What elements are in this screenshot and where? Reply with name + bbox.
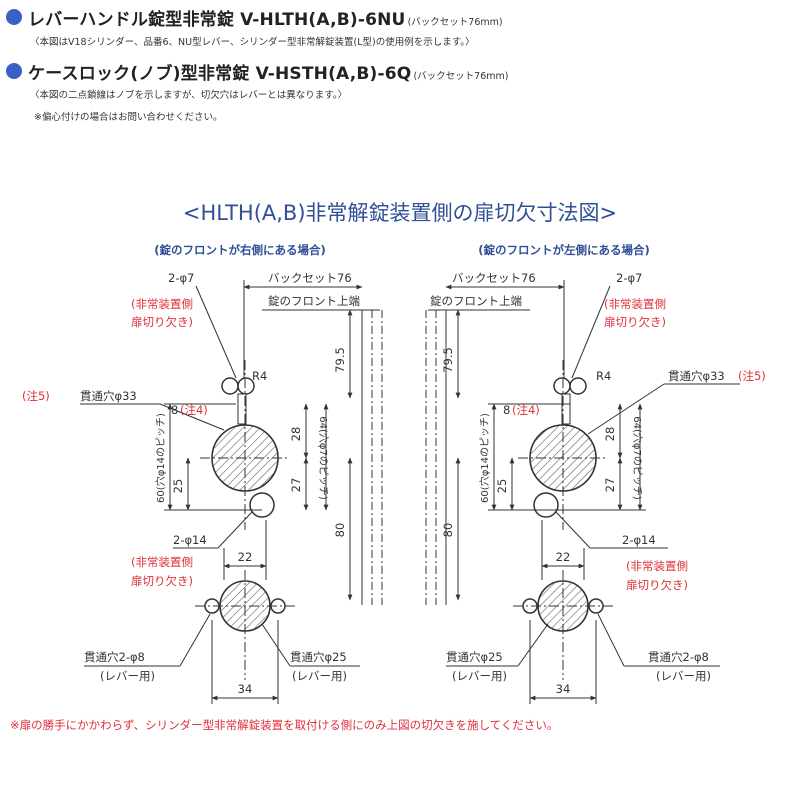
product-suffix-2: (バックセット76mm): [413, 71, 509, 82]
right-emergency-label-3: (非常装置側: [626, 559, 688, 573]
diagram-footnote: ※扉の勝手にかかわらず、シリンダー型非常解錠装置を取付ける側にのみ上図の切欠きを…: [10, 718, 558, 732]
eccentric-note: ※偏心付けの場合はお問い合わせください。: [34, 112, 223, 123]
right-pitch-64: 64(穴φ7のピッチ): [631, 416, 644, 500]
left-front-edge-label: 錠のフロント上端: [268, 294, 360, 308]
right-note4: (注4): [512, 403, 540, 417]
left-hole-phi7-top: [221, 377, 239, 395]
right-dim-22: 22: [556, 550, 571, 564]
right-backset-label: バックセット76: [452, 271, 536, 285]
left-dim-79-5: 79.5: [333, 347, 347, 373]
right-emergency-label-1: (非常装置側: [604, 297, 666, 311]
left-front-edge-lines: [361, 310, 383, 605]
left-r4-label: R4: [252, 369, 267, 383]
right-hole-phi14: [533, 492, 559, 518]
left-emergency-label-1: (非常装置側: [131, 297, 193, 311]
right-dim-28: 28: [603, 427, 617, 442]
header-line-2: ケースロック(ノブ)型非常錠 V-HSTH(A,B)-6Q (バックセット76m…: [28, 59, 508, 84]
left-lever-label-1: (レバー用): [100, 669, 155, 683]
left-hole-phi14: [249, 492, 275, 518]
right-lever-label-1: (レバー用): [452, 669, 507, 683]
left-through33-label: 貫通穴φ33: [80, 389, 137, 403]
left-dim-22: 22: [238, 550, 253, 564]
right-2phi14-label: 2-φ14: [622, 533, 656, 547]
product-title-1: レバーハンドル錠型非常錠 V-HLTH(A,B)-6NU: [28, 10, 406, 30]
left-pitch-64: 64(穴φ7のピッチ): [317, 416, 330, 500]
right-view: (錠のフロントが左側にある場合) 錠のフロント上端 バックセット76 2-φ7 …: [425, 243, 766, 704]
left-note4: (注4): [180, 403, 208, 417]
right-lever-label-2: (レバー用): [656, 669, 711, 683]
right-caption: (錠のフロントが左側にある場合): [478, 243, 650, 257]
right-note5: (注5): [738, 369, 766, 383]
product-suffix-1: (バックセット76mm): [407, 17, 503, 28]
diagram-title: <HLTH(A,B)非常解錠装置側の扉切欠寸法図>: [183, 201, 617, 225]
right-through-2phi8-label: 貫通穴2-φ8: [648, 650, 709, 664]
left-dim-80: 80: [333, 523, 347, 538]
right-through25-label: 貫通穴φ25: [446, 650, 503, 664]
right-2phi7-label: 2-φ7: [616, 271, 642, 285]
right-front-edge-label: 錠のフロント上端: [430, 294, 522, 308]
left-2phi7-label: 2-φ7: [168, 271, 194, 285]
right-front-edge-lines: [425, 310, 447, 605]
left-dim-25: 25: [171, 479, 185, 494]
left-emergency-label-4: 扉切り欠き): [131, 574, 193, 588]
right-dim-8: 8: [503, 403, 510, 417]
bullet-icon: [6, 9, 22, 25]
right-emergency-label-2: 扉切り欠き): [604, 315, 666, 329]
left-emergency-label-2: 扉切り欠き): [131, 315, 193, 329]
left-note5: (注5): [22, 389, 50, 403]
right-dim-79-5: 79.5: [441, 347, 455, 373]
right-hole-phi7-top: [553, 377, 571, 395]
left-caption: (錠のフロントが右側にある場合): [154, 243, 326, 257]
left-dim-34: 34: [238, 682, 253, 696]
product-title-2: ケースロック(ノブ)型非常錠 V-HSTH(A,B)-6Q: [28, 64, 412, 84]
left-emergency-label-3: (非常装置側: [131, 555, 193, 569]
header-line-1: レバーハンドル錠型非常錠 V-HLTH(A,B)-6NU (バックセット76mm…: [28, 5, 503, 30]
product-note-1: 〈本図はV18シリンダー、品番6、NU型レバー、シリンダー型非常解錠装置(L型)…: [30, 37, 475, 48]
left-pitch-60: 60(穴φ14のピッチ): [154, 413, 167, 503]
right-dim-80: 80: [441, 523, 455, 538]
left-dim-27: 27: [289, 478, 303, 493]
left-lever-label-2: (レバー用): [292, 669, 347, 683]
right-emergency-label-4: 扉切り欠き): [626, 578, 688, 592]
left-through-2phi8-label: 貫通穴2-φ8: [84, 650, 145, 664]
right-dim-27: 27: [603, 478, 617, 493]
right-pitch-60: 60(穴φ14のピッチ): [478, 413, 491, 503]
right-dim-25: 25: [495, 479, 509, 494]
left-through25-label: 貫通穴φ25: [290, 650, 347, 664]
right-through33-label: 貫通穴φ33: [668, 369, 725, 383]
left-view: (錠のフロントが右側にある場合) 錠のフロント上端 バックセット76 2-φ7 …: [22, 243, 383, 704]
right-dim-34: 34: [556, 682, 571, 696]
product-note-2: 〈本図の二点鎖線はノブを示しますが、切欠穴はレバーとは異なります。〉: [30, 90, 348, 101]
left-backset-label: バックセット76: [268, 271, 352, 285]
right-r4-label: R4: [596, 369, 611, 383]
right-hole-phi7-top-2: [569, 377, 587, 395]
left-dim-28: 28: [289, 427, 303, 442]
bullet-icon: [6, 63, 22, 79]
left-2phi14-label: 2-φ14: [173, 533, 207, 547]
